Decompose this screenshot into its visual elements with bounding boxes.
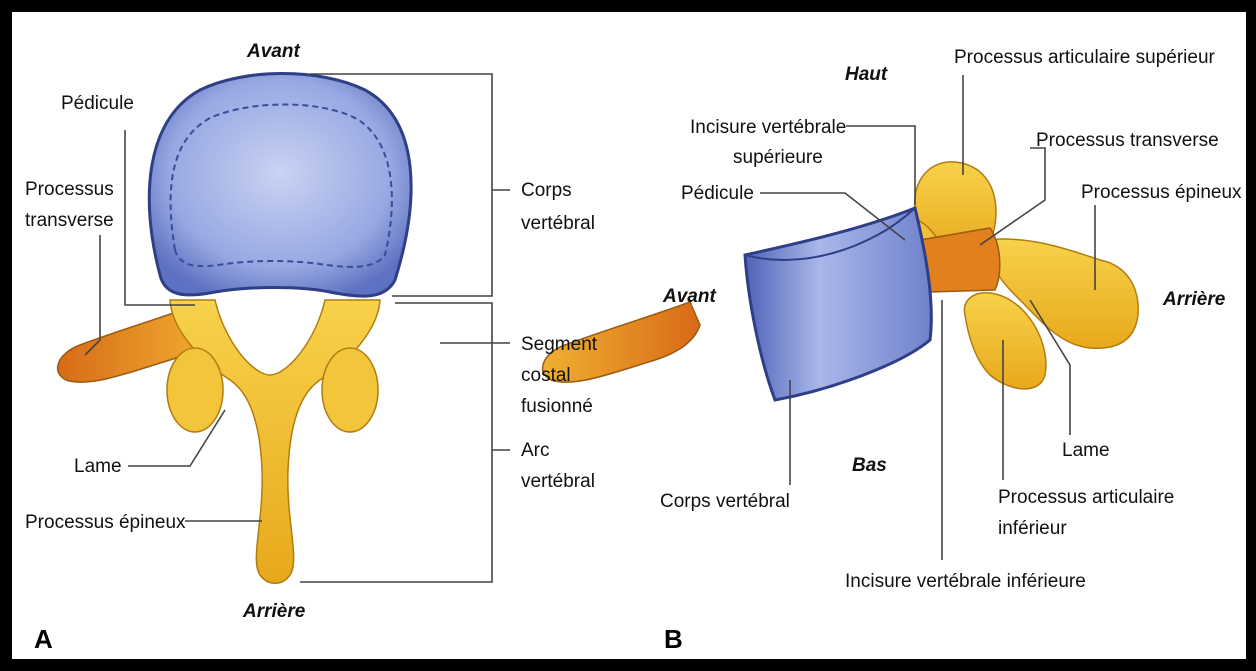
figure-stage: Avant Arrière Pédicule Processus transve… xyxy=(0,0,1256,671)
black-frame xyxy=(0,0,1256,671)
